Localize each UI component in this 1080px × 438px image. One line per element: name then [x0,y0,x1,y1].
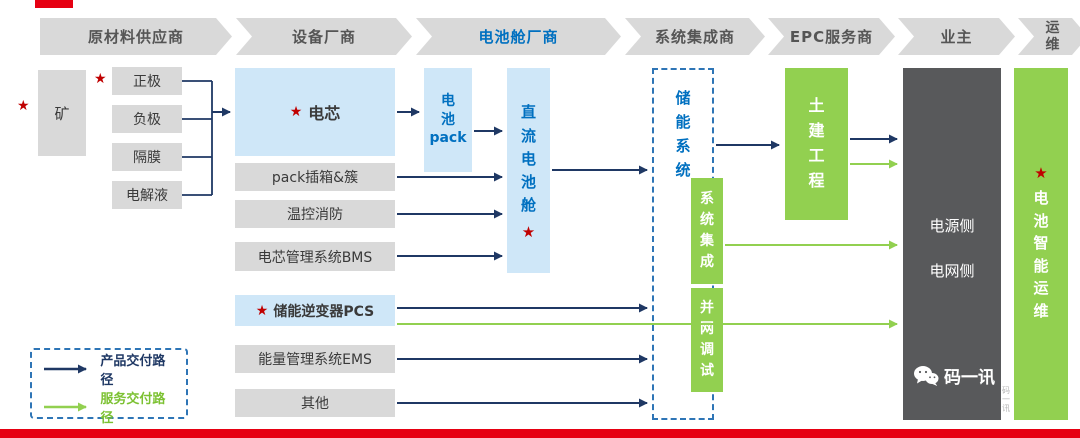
battery-pack-label: 电 池 pack [429,92,467,147]
thermal-fire-box: 温控消防 [235,200,395,228]
star-icon: ★ [1034,164,1048,182]
smart-om-label: 电 池 智 能 运 维 [1033,189,1049,320]
watermark: 码 一 讯 [1002,386,1010,414]
system-integration-box: 系 统 集 成 [691,178,723,284]
pack-rack-box: pack插箱&簇 [235,163,395,191]
other-box: 其他 [235,389,395,417]
power-side-label: 电源侧 [929,217,975,235]
stage-label: EPC服务商 [789,28,874,46]
energy-storage-system-label: 储 能 系 统 [675,89,691,179]
anode-box: 负极 [112,105,182,133]
stage-label: 电池舱厂商 [478,28,559,46]
dc-battery-cabin-box: 直 流 电 池 舱 ★ [507,68,550,273]
separator-label: 隔膜 [133,150,161,166]
battery-pack-box: 电 池 pack [424,68,472,172]
pcs-box: ★ 储能逆变器PCS [235,295,395,326]
owner-box: 电源侧 电网侧 码一讯 [903,68,1001,420]
star-icon: ★ [255,302,269,319]
brand-name: 码一讯 [944,368,995,388]
smart-om-box: ★ 电 池 智 能 运 维 [1014,68,1068,420]
bms-box: 电芯管理系统BMS [235,242,395,271]
battery-cell-label: 电芯 [308,104,341,123]
star-icon: ★ [17,98,30,114]
pcs-label: 储能逆变器PCS [273,303,375,320]
other-label: 其他 [301,396,329,412]
anode-label: 负极 [133,112,161,128]
legend-service-row: 服务交付路径 [42,388,176,426]
top-left-red-mark [35,0,73,8]
service-path-arrow-icon [44,402,87,412]
bms-label: 电芯管理系统BMS [257,249,373,266]
mine-box: 矿 [38,70,86,156]
wechat-brand: 码一讯 [913,363,995,388]
star-icon: ★ [289,104,303,120]
stage-label: 设备厂商 [291,28,356,46]
ems-label: 能量管理系统EMS [258,352,372,368]
electrolyte-label: 电解液 [126,188,168,204]
separator-box: 隔膜 [112,143,182,171]
star-icon: ★ [94,71,107,87]
grid-commissioning-label: 并 网 调 试 [700,300,714,379]
wechat-icon [914,365,939,386]
stage-battery-cabin-manufacturers: 电池舱厂商 [416,18,621,55]
cathode-box: 正极 [112,67,182,95]
system-integration-label: 系 统 集 成 [700,191,714,270]
stage-raw-material-suppliers: 原材料供应商 [40,18,232,55]
ems-box: 能量管理系统EMS [235,345,395,373]
stage-label: 业主 [940,28,973,46]
thermal-fire-label: 温控消防 [287,207,343,223]
legend-product-label: 产品交付路径 [100,354,166,388]
stage-epc-service-providers: EPC服务商 [768,18,895,55]
pack-rack-label: pack插箱&簇 [271,170,359,186]
electrolyte-box: 电解液 [112,181,182,209]
stage-operation-maintenance: 运 维 [1018,18,1080,55]
grid-side-label: 电网侧 [929,262,975,280]
legend-product-row: 产品交付路径 [42,350,176,388]
cathode-label: 正极 [133,74,161,90]
legend-box: 产品交付路径 服务交付路径 [30,348,188,426]
civil-work-box: 土 建 工 程 [785,68,848,220]
stage-system-integrators: 系统集成商 [625,18,765,55]
dc-battery-cabin-label: 直 流 电 池 舱 [520,103,536,215]
stage-label: 运 维 [1045,20,1061,53]
stage-owner: 业主 [898,18,1015,55]
mine-label: 矿 [54,104,70,123]
stage-label: 原材料供应商 [87,28,184,46]
bottom-red-bar [0,429,1080,438]
stage-equipment-manufacturers: 设备厂商 [236,18,412,55]
civil-work-label: 土 建 工 程 [808,96,825,190]
battery-cell-box: ★ 电芯 [235,68,395,156]
star-icon: ★ [521,222,536,241]
product-path-arrow-icon [44,364,87,374]
stage-label: 系统集成商 [654,28,735,46]
legend-service-label: 服务交付路径 [100,392,166,426]
grid-commissioning-box: 并 网 调 试 [691,288,723,392]
